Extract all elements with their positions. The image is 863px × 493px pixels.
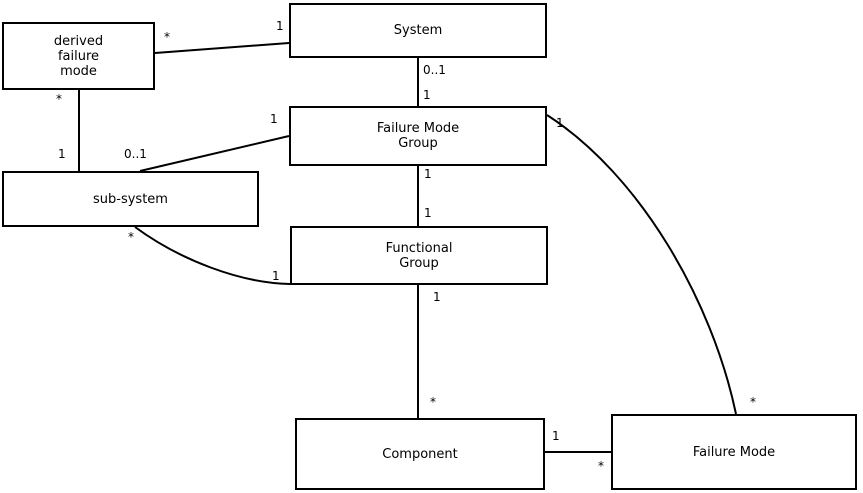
- edge-sub-system-to-failure-mode-group: [139, 135, 290, 172]
- class-box-failure-mode-group[interactable]: Failure Mode Group: [289, 106, 547, 166]
- multiplicity-label: 1: [424, 206, 432, 220]
- class-label-derived-failure-mode: derived failure mode: [53, 33, 104, 79]
- multiplicity-label: 1: [552, 429, 560, 443]
- class-label-component: Component: [382, 446, 458, 462]
- multiplicity-label: 1: [423, 88, 431, 102]
- multiplicity-label: 0..1: [124, 147, 147, 161]
- class-box-functional-group[interactable]: Functional Group: [290, 226, 548, 285]
- edge-failure-mode-group-to-failure-mode: [546, 114, 737, 415]
- edge-derived-failure-mode-to-system: [154, 42, 290, 54]
- edge-sub-system-to-functional-group: [134, 226, 291, 285]
- class-label-failure-mode: Failure Mode: [692, 444, 776, 460]
- multiplicity-label: 1: [270, 112, 278, 126]
- multiplicity-label: *: [430, 395, 436, 409]
- multiplicity-label: 0..1: [423, 63, 446, 77]
- class-box-system[interactable]: System: [289, 3, 547, 58]
- multiplicity-label: *: [598, 459, 604, 473]
- class-label-failure-mode-group: Failure Mode Group: [376, 121, 460, 151]
- multiplicity-label: 1: [276, 19, 284, 33]
- class-box-component[interactable]: Component: [295, 418, 545, 490]
- class-label-sub-system: sub-system: [93, 191, 168, 207]
- multiplicity-label: *: [750, 395, 756, 409]
- multiplicity-label: 1: [58, 147, 66, 161]
- class-box-sub-system[interactable]: sub-system: [2, 171, 259, 227]
- multiplicity-label: *: [128, 230, 134, 244]
- multiplicity-label: *: [56, 92, 62, 106]
- class-label-system: System: [393, 23, 443, 38]
- class-box-failure-mode[interactable]: Failure Mode: [611, 414, 857, 490]
- multiplicity-label: 1: [272, 269, 280, 283]
- multiplicity-label: *: [164, 30, 170, 44]
- multiplicity-label: 1: [424, 167, 432, 181]
- multiplicity-label: 1: [556, 116, 564, 130]
- multiplicity-label: 1: [433, 290, 441, 304]
- class-box-derived-failure-mode[interactable]: derived failure mode: [2, 22, 155, 90]
- class-label-functional-group: Functional Group: [385, 240, 453, 271]
